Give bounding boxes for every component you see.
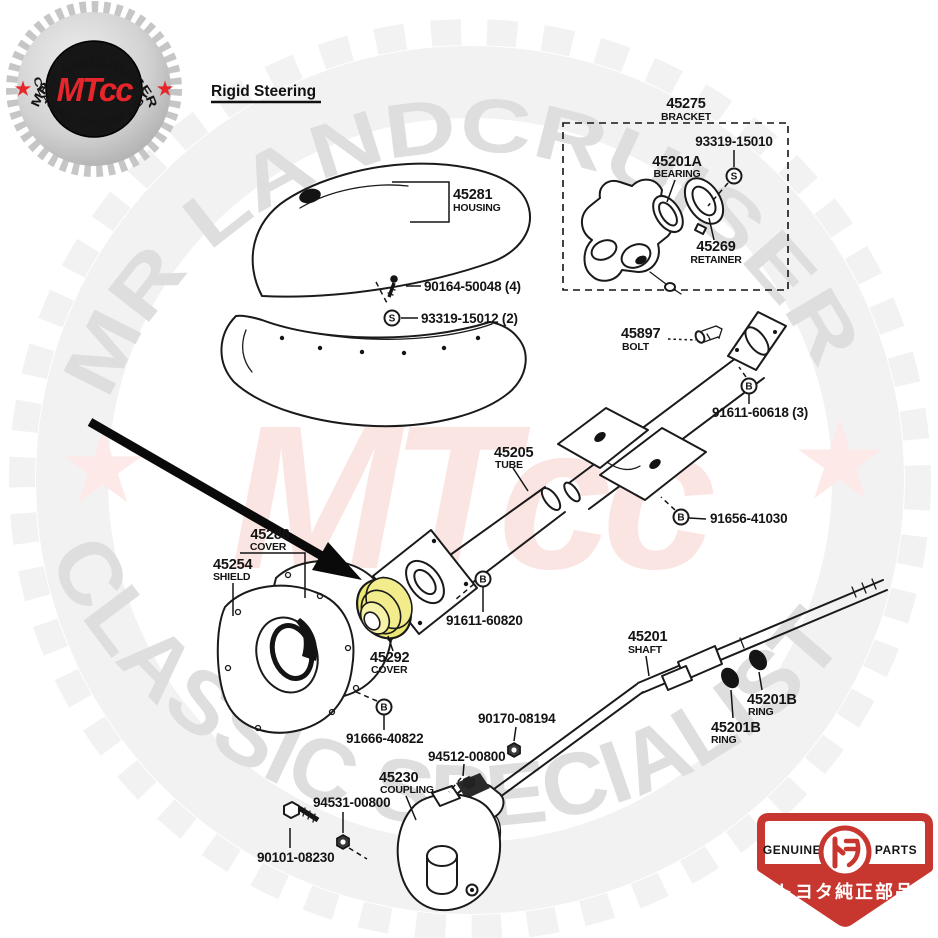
label-bracket: BRACKET bbox=[661, 111, 712, 123]
svg-text:B: B bbox=[677, 513, 684, 524]
label-coupling: COUPLING bbox=[380, 784, 434, 796]
genuine-parts-badge: GENUINE PARTS トヨタ純正部品 bbox=[757, 813, 933, 927]
retainer-drawing bbox=[683, 177, 725, 235]
label-93319-15012: 93319-15012 (2) bbox=[421, 311, 518, 326]
ring-upper-drawing bbox=[721, 667, 739, 689]
svg-text:S: S bbox=[731, 172, 738, 183]
bolt-symbol-b3: B bbox=[474, 570, 492, 588]
svg-text:B: B bbox=[479, 575, 486, 586]
label-shield: SHIELD bbox=[213, 571, 251, 583]
label-45286: 45286 bbox=[250, 527, 289, 543]
label-retainer: RETAINER bbox=[690, 254, 742, 266]
yoke-dark-nut bbox=[463, 776, 475, 789]
label-45269: 45269 bbox=[696, 239, 735, 255]
label-cover-lower: COVER bbox=[371, 664, 408, 676]
screw-symbol-housing: S bbox=[383, 309, 401, 327]
label-90170-08194: 90170-08194 bbox=[478, 711, 556, 726]
bolt-symbol-b4: B bbox=[375, 698, 393, 716]
genuine-parts-japanese: トヨタ純正部品 bbox=[775, 881, 915, 902]
label-90101-08230: 90101-08230 bbox=[257, 850, 334, 865]
label-45201A: 45201A bbox=[652, 154, 702, 170]
label-45281: 45281 bbox=[453, 187, 492, 203]
label-94512-00800: 94512-00800 bbox=[428, 749, 505, 764]
svg-text:B: B bbox=[380, 703, 387, 714]
label-45254: 45254 bbox=[213, 557, 252, 573]
label-bolt: BOLT bbox=[622, 341, 650, 353]
label-housing: HOUSING bbox=[453, 202, 501, 214]
bearing-drawing bbox=[652, 194, 684, 234]
highlighted-cover-drawing bbox=[355, 576, 413, 652]
label-45292: 45292 bbox=[370, 650, 409, 666]
watermark-star-right-icon bbox=[798, 419, 882, 499]
logo-badge: MR LANDCRUISER CLASSIC SPECIALIST MTcc bbox=[6, 1, 182, 177]
coupling-drawing bbox=[396, 773, 505, 912]
label-45201: 45201 bbox=[628, 629, 667, 645]
bolt-symbol-b2: B bbox=[672, 508, 690, 526]
part-labels: 45275 BRACKET 93319-15010 45201A BEARING… bbox=[213, 96, 808, 865]
genuine-label: GENUINE bbox=[763, 843, 821, 857]
label-91611-60618: 91611-60618 (3) bbox=[712, 405, 808, 420]
ring-lower-drawing bbox=[749, 649, 767, 671]
label-ring-lower: RING bbox=[711, 734, 736, 746]
label-45897: 45897 bbox=[621, 326, 660, 342]
badge-star-left-icon bbox=[14, 80, 32, 96]
parts-label: PARTS bbox=[875, 843, 917, 857]
label-93319-15010: 93319-15010 bbox=[695, 134, 772, 149]
bolt-icon-45897 bbox=[694, 325, 723, 344]
label-45201B-upper: 45201B bbox=[747, 692, 797, 708]
label-91656-41030: 91656-41030 bbox=[710, 511, 787, 526]
housing-drawing: S bbox=[220, 162, 531, 428]
bolt-icon-90101 bbox=[283, 801, 320, 823]
bracket-assembly: S bbox=[562, 122, 789, 295]
teq-logo-icon bbox=[818, 825, 872, 879]
page-title: Rigid Steering bbox=[211, 83, 316, 100]
label-shaft: SHAFT bbox=[628, 644, 663, 656]
label-91666-40822: 91666-40822 bbox=[346, 731, 423, 746]
screw-icon-housing bbox=[387, 275, 398, 298]
diagram: Rigid Steering bbox=[87, 83, 888, 912]
label-45230: 45230 bbox=[379, 770, 418, 786]
badge-center-disc bbox=[45, 40, 143, 138]
label-90164-50048: 90164-50048 (4) bbox=[424, 279, 521, 294]
svg-text:S: S bbox=[389, 314, 396, 325]
badge-red-band bbox=[764, 864, 926, 922]
svg-text:B: B bbox=[745, 382, 752, 393]
label-94531-00800: 94531-00800 bbox=[313, 795, 390, 810]
badge-star-right-icon bbox=[156, 80, 174, 96]
label-45275: 45275 bbox=[666, 96, 705, 112]
nut-icon-90170 bbox=[507, 742, 521, 758]
badge-monogram: MTcc bbox=[56, 71, 133, 108]
watermark-gear-teeth bbox=[9, 19, 931, 938]
pointer-arrow bbox=[87, 418, 362, 580]
watermark-star-left-icon bbox=[64, 428, 142, 503]
label-45201B-lower: 45201B bbox=[711, 720, 761, 736]
label-91611-60820: 91611-60820 bbox=[446, 613, 523, 628]
screw-symbol-bracket: S bbox=[725, 167, 743, 185]
label-45205: 45205 bbox=[494, 445, 533, 461]
bolt-symbol-b1: B bbox=[740, 377, 758, 395]
label-ring-upper: RING bbox=[748, 706, 773, 718]
nut-icon-94531 bbox=[336, 834, 350, 850]
shaft-drawing bbox=[493, 578, 888, 798]
label-cover-upper: COVER bbox=[250, 541, 287, 553]
label-bearing: BEARING bbox=[653, 168, 700, 180]
label-tube: TUBE bbox=[495, 459, 523, 471]
tube-drawing: B B B bbox=[372, 311, 787, 635]
badge-gear-teeth bbox=[6, 1, 182, 177]
